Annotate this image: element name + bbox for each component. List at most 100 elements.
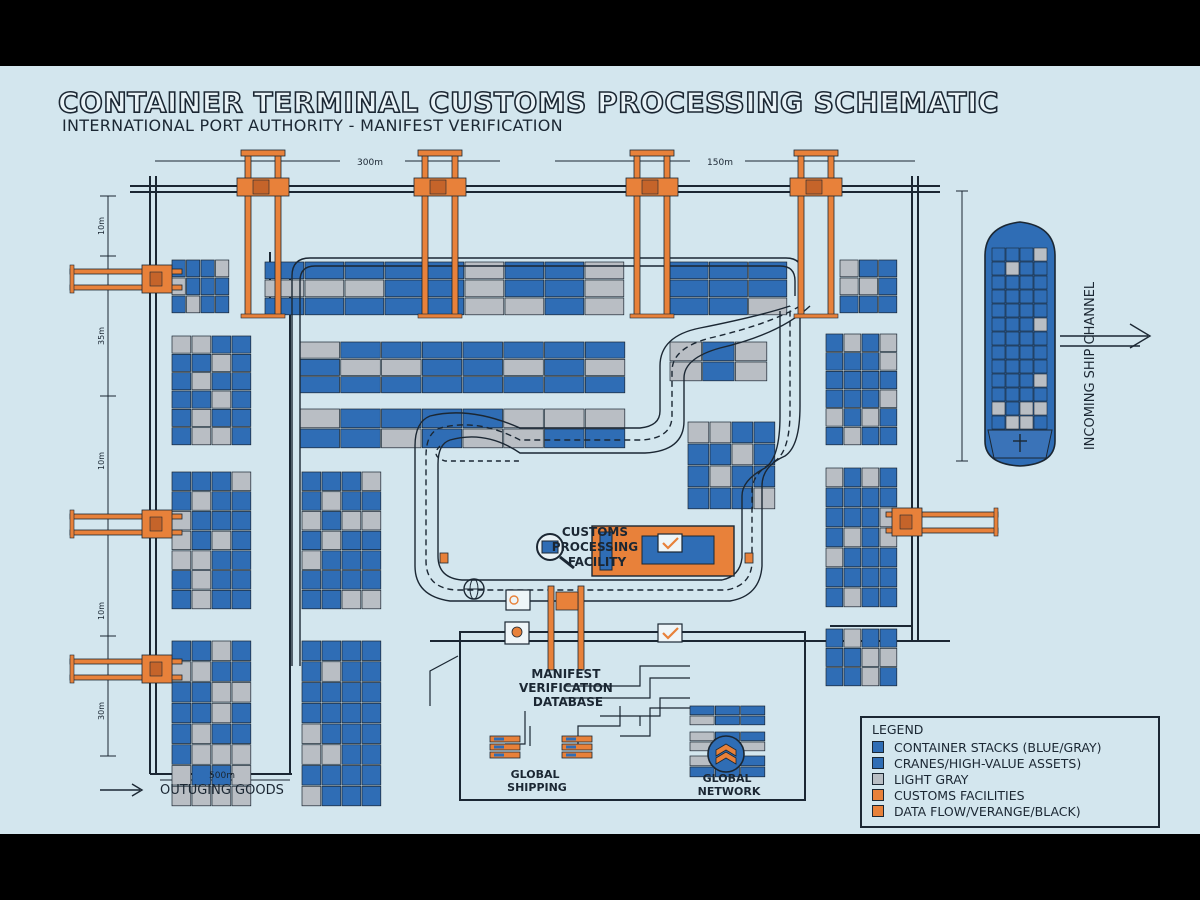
container-block xyxy=(1019,275,1034,290)
container-block xyxy=(825,467,844,488)
container-block xyxy=(1033,359,1048,374)
container-block xyxy=(341,702,362,724)
container-block xyxy=(708,297,748,316)
container-block xyxy=(171,390,192,409)
container-block xyxy=(1005,303,1020,318)
container-stack xyxy=(825,333,898,446)
container-block xyxy=(839,259,859,278)
container-block xyxy=(861,352,880,371)
container-block xyxy=(304,297,345,316)
data-flow-lines xyxy=(429,655,690,746)
container-block xyxy=(544,261,585,280)
container-block xyxy=(687,465,710,488)
container-block xyxy=(264,261,305,280)
container-block xyxy=(341,661,362,682)
container-block xyxy=(991,317,1006,332)
container-block xyxy=(825,527,844,548)
container-block xyxy=(825,370,844,390)
container-block xyxy=(825,567,844,588)
container-block xyxy=(211,353,232,372)
container-block xyxy=(301,550,322,570)
container-block xyxy=(843,389,862,408)
container-block xyxy=(191,765,212,786)
container-block xyxy=(191,570,212,590)
gantry-crane-icon xyxy=(413,149,467,319)
container-block xyxy=(191,550,212,570)
container-block xyxy=(361,682,382,703)
container-block xyxy=(714,705,740,716)
container-stack xyxy=(687,421,776,510)
container-block xyxy=(191,723,212,744)
container-block xyxy=(1033,261,1048,276)
container-block xyxy=(301,589,322,610)
container-block xyxy=(231,353,252,372)
container-block xyxy=(991,275,1006,290)
container-block xyxy=(231,530,252,551)
global-network-line: NETWORK xyxy=(698,785,761,798)
container-block xyxy=(843,547,862,568)
container-block xyxy=(304,261,345,280)
container-block xyxy=(858,277,878,296)
container-block xyxy=(381,408,422,429)
container-block xyxy=(211,550,232,570)
container-block xyxy=(191,408,212,427)
container-stack xyxy=(669,261,788,316)
container-block xyxy=(740,705,766,716)
container-block xyxy=(344,297,385,316)
terminal-map: 300m 150m 500m 10m 35m 10m 10m 30m INCOM… xyxy=(69,149,1152,807)
container-block xyxy=(991,415,1006,430)
container-block xyxy=(825,628,844,648)
container-block xyxy=(839,277,859,296)
arrow-right-icon-outgoing xyxy=(100,783,144,797)
container-block xyxy=(825,389,844,408)
legend: LEGEND CONTAINER STACKS (BLUE/GRAY) CRAN… xyxy=(860,716,1160,828)
container-block xyxy=(200,259,215,278)
container-block xyxy=(991,331,1006,346)
container-block xyxy=(861,628,880,648)
container-block xyxy=(361,744,382,765)
container-block xyxy=(462,358,503,376)
container-block xyxy=(231,570,252,590)
container-block xyxy=(843,507,862,528)
dimension-label-300m: 300m xyxy=(357,158,383,168)
container-stack xyxy=(825,467,898,608)
container-block xyxy=(584,428,626,449)
container-block xyxy=(702,341,735,362)
container-block xyxy=(879,467,898,488)
container-block xyxy=(843,587,862,608)
legend-swatch xyxy=(872,757,884,769)
container-block xyxy=(879,370,898,390)
container-block xyxy=(825,647,844,667)
container-block xyxy=(301,682,322,703)
container-block xyxy=(879,352,898,371)
side-crane-icon xyxy=(69,509,183,539)
container-block xyxy=(825,408,844,427)
container-block xyxy=(825,333,844,352)
container-block xyxy=(879,587,898,608)
container-block xyxy=(321,640,342,661)
container-block xyxy=(231,471,252,491)
container-stack xyxy=(171,640,252,807)
container-block xyxy=(231,335,252,354)
network-badge-icon xyxy=(707,735,745,773)
container-block xyxy=(858,295,878,314)
customs-facility-line: CUSTOMS xyxy=(562,525,628,539)
container-block xyxy=(321,682,342,703)
container-stack xyxy=(264,261,625,316)
container-block xyxy=(843,333,862,352)
container-block xyxy=(321,550,342,570)
container-block xyxy=(689,705,715,716)
container-block xyxy=(687,487,710,510)
container-block xyxy=(191,661,212,682)
container-block xyxy=(843,352,862,371)
container-block xyxy=(211,427,232,446)
container-block xyxy=(211,511,232,531)
legend-item: CONTAINER STACKS (BLUE/GRAY) xyxy=(872,739,1148,755)
dimension-label-left: 10m xyxy=(97,602,106,620)
passport-icon xyxy=(504,621,530,645)
container-block xyxy=(879,389,898,408)
container-block xyxy=(878,295,898,314)
container-block xyxy=(991,247,1006,262)
container-block xyxy=(861,567,880,588)
container-block xyxy=(361,765,382,786)
